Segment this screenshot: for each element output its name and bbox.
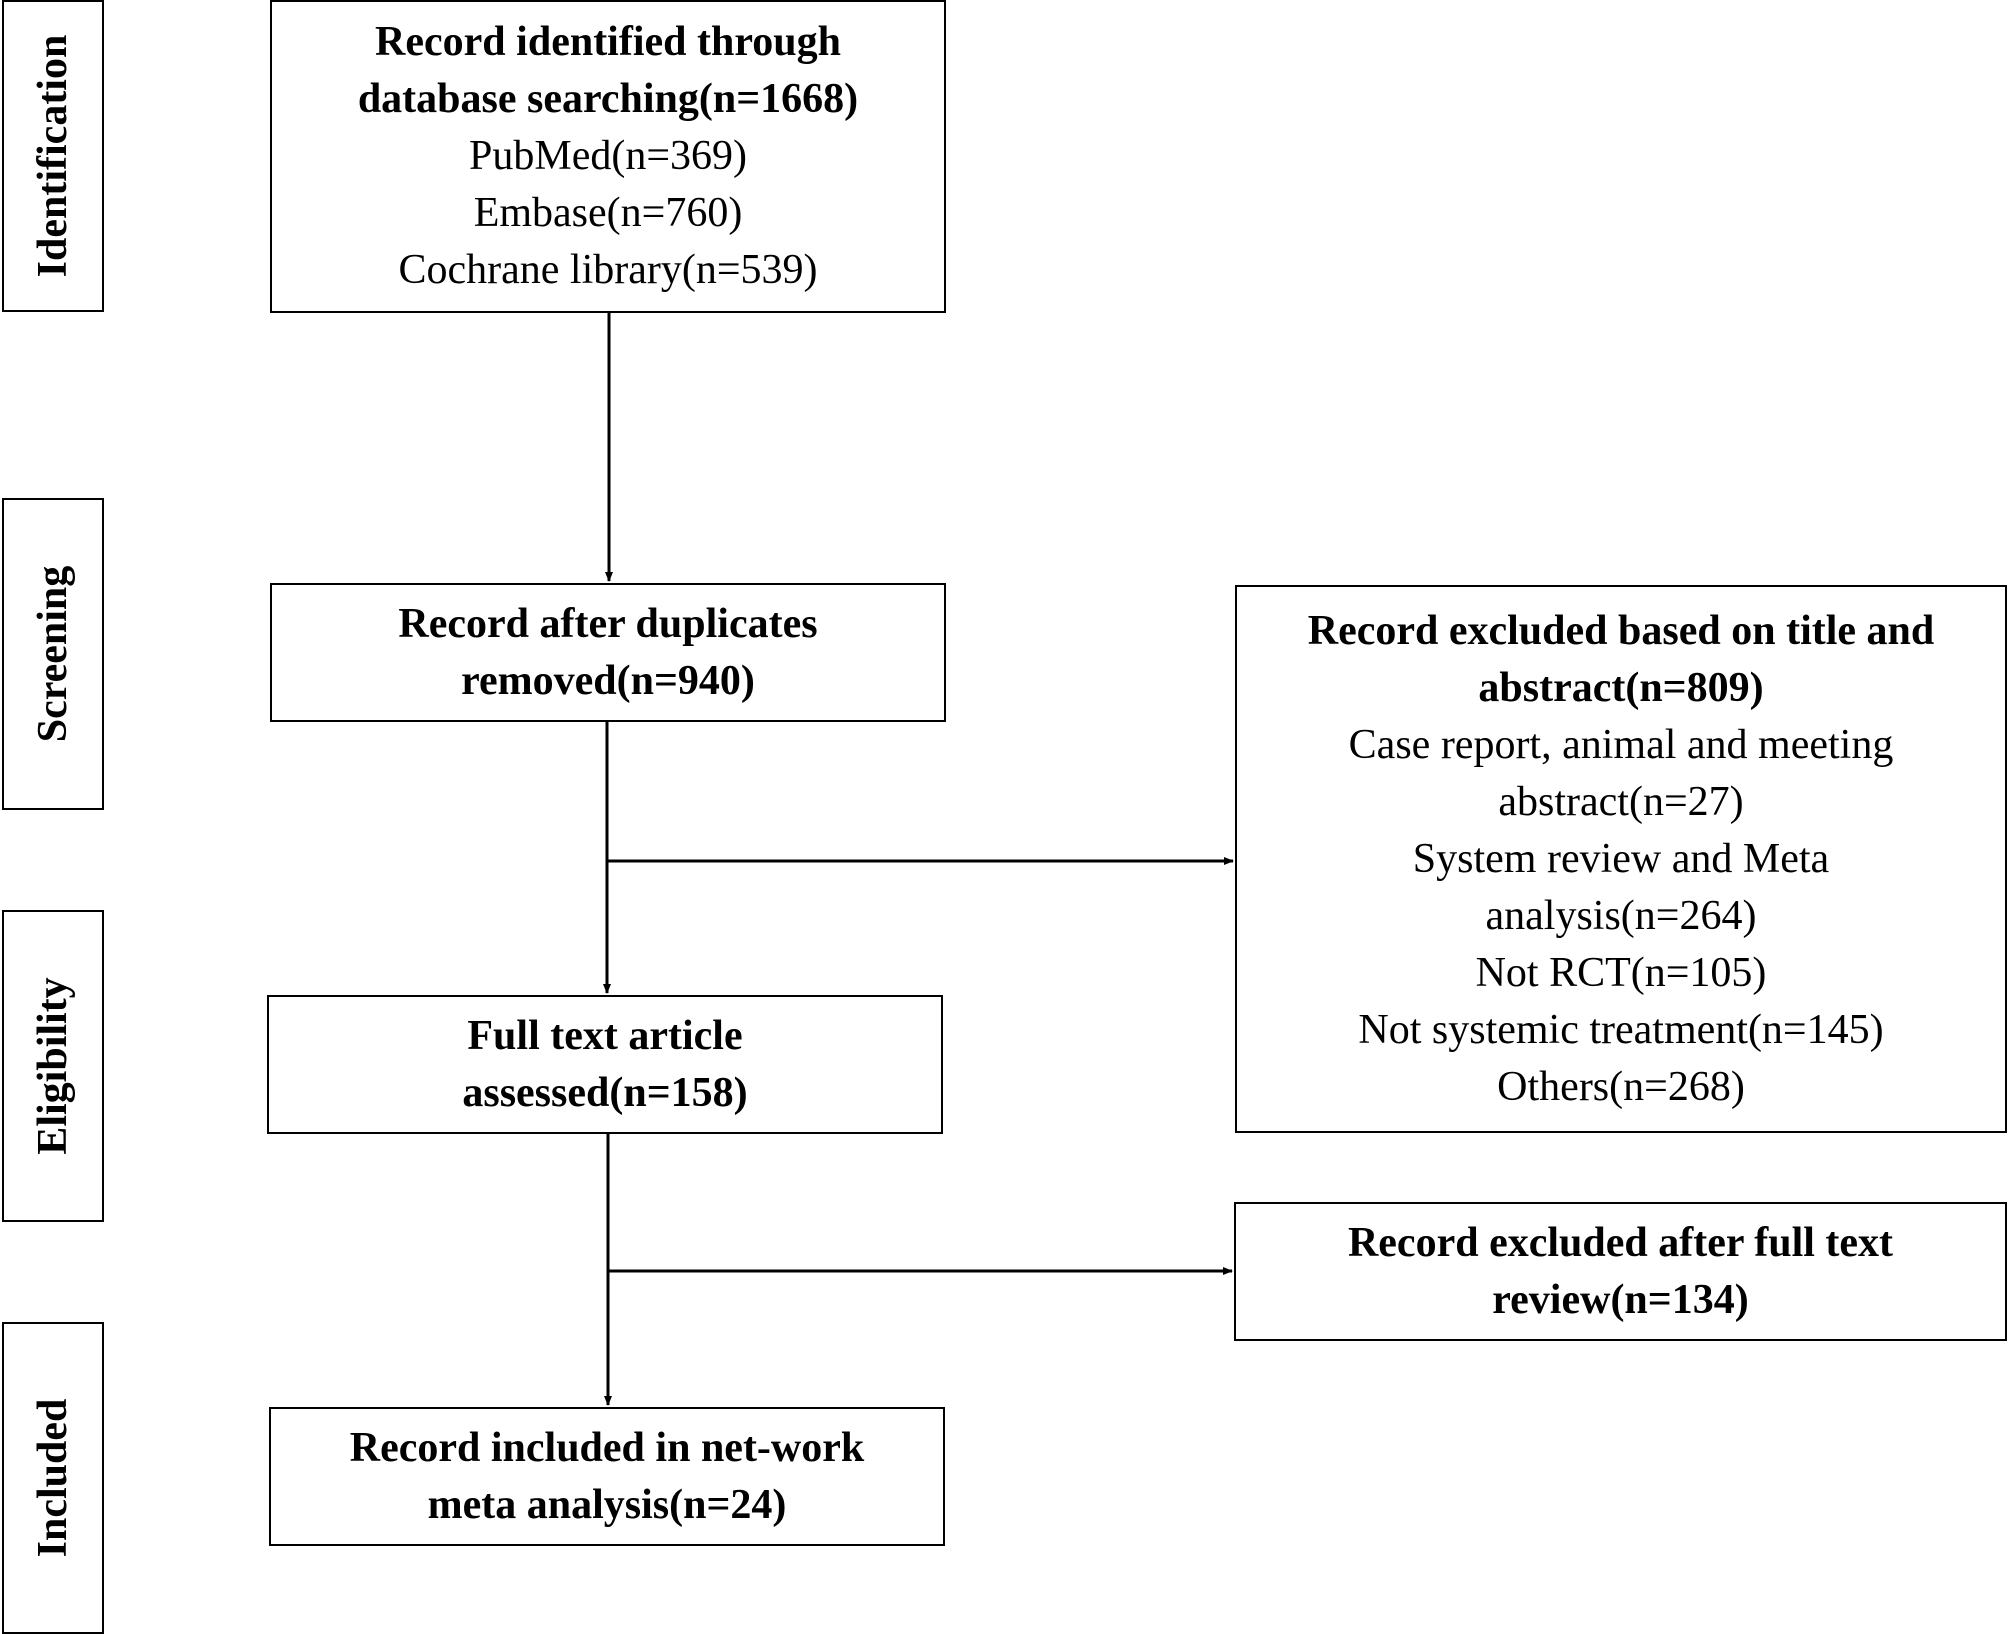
full-text-box: Full text article assessed(n=158)	[267, 995, 943, 1134]
excluded-ta-line-4: analysis(n=264)	[1485, 892, 1757, 939]
excluded-ft-title-line-1: Record excluded after full text	[1347, 1219, 1894, 1266]
identified-title-line-1: Record identified through	[375, 19, 841, 65]
excluded-ta-title-line-2: abstract(n=809)	[1478, 664, 1764, 711]
identified-box: Record identified through database searc…	[270, 0, 946, 313]
after-duplicates-box: Record after duplicates removed(n=940)	[270, 583, 946, 722]
identified-embase: Embase(n=760)	[473, 190, 743, 236]
excluded-ta-line-5: Not RCT(n=105)	[1475, 949, 1767, 996]
after-duplicates-title-line-2: removed(n=940)	[461, 657, 755, 704]
excluded-title-abstract-box: Record excluded based on title and abstr…	[1235, 585, 2007, 1133]
included-box: Record included in net-work meta analysi…	[269, 1407, 945, 1546]
excluded-ft-title-line-2: review(n=134)	[1492, 1276, 1749, 1323]
identified-pubmed: PubMed(n=369)	[468, 133, 747, 179]
after-duplicates-title-line-1: Record after duplicates	[398, 600, 818, 647]
full-text-title-line-2: assessed(n=158)	[462, 1069, 748, 1116]
identified-cochrane: Cochrane library(n=539)	[398, 247, 818, 293]
phase-screening: Screening	[2, 498, 104, 810]
excluded-full-text-box: Record excluded after full text review(n…	[1234, 1202, 2007, 1341]
excluded-ta-line-2: abstract(n=27)	[1498, 778, 1744, 825]
identified-title-line-2: database searching(n=1668)	[357, 76, 859, 122]
excluded-ta-title-line-1: Record excluded based on title and	[1307, 607, 1935, 654]
phase-eligibility: Eligibility	[2, 910, 104, 1222]
phase-included: Included	[2, 1322, 104, 1634]
excluded-ta-line-7: Others(n=268)	[1497, 1063, 1745, 1110]
excluded-ta-line-6: Not systemic treatment(n=145)	[1358, 1006, 1884, 1053]
included-title-line-2: meta analysis(n=24)	[427, 1481, 787, 1528]
full-text-title-line-1: Full text article	[467, 1012, 743, 1059]
excluded-ta-line-1: Case report, animal and meeting	[1348, 721, 1894, 768]
included-title-line-1: Record included in net-work	[349, 1424, 865, 1471]
excluded-ta-line-3: System review and Meta	[1412, 835, 1830, 882]
phase-identification: Identification	[2, 0, 104, 312]
